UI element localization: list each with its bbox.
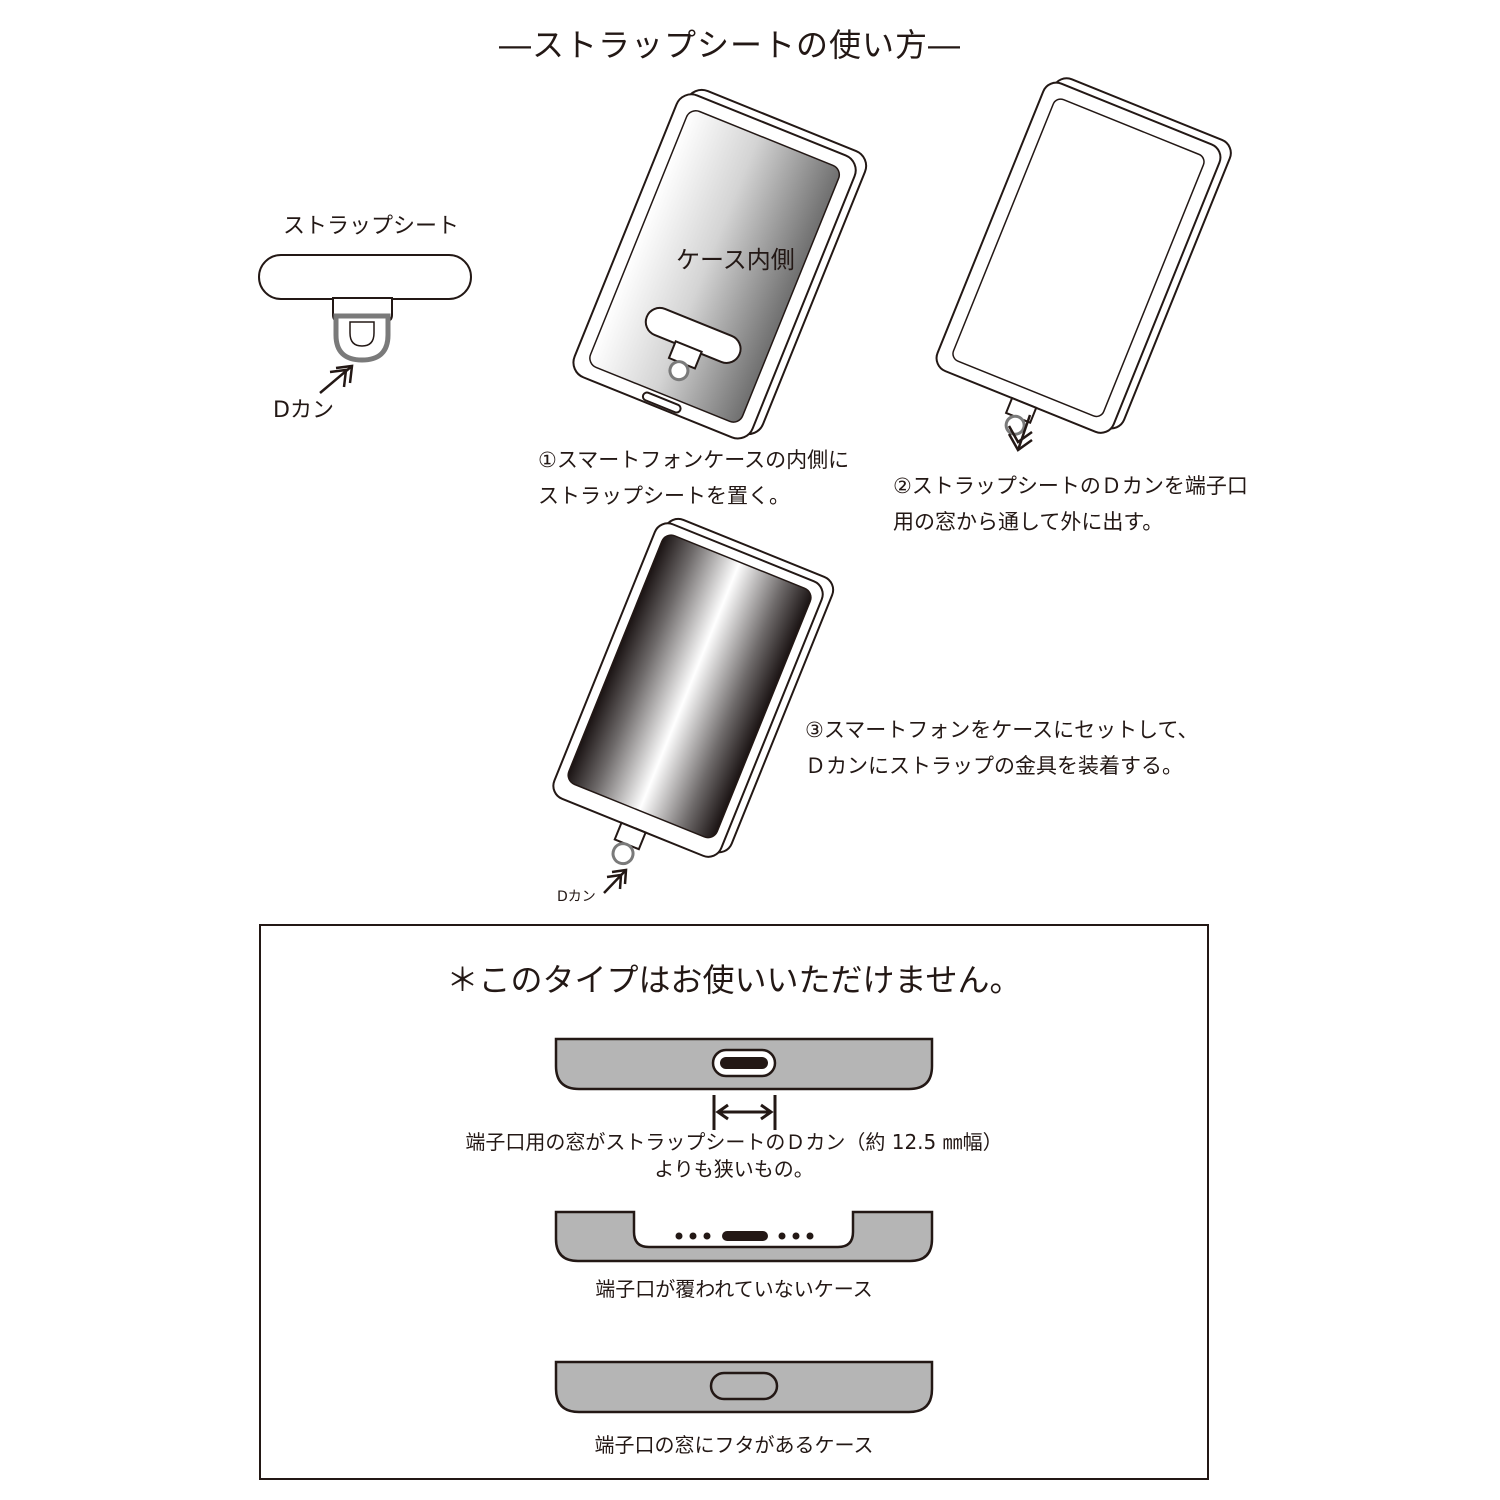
page-title: ―ストラップシートの使い方― xyxy=(498,26,961,64)
unusable-types-title: ＊このタイプはお使いいただけません。 xyxy=(446,961,1022,999)
d-ring-label-small: Dカン xyxy=(557,889,596,905)
d-ring-arrow-1 xyxy=(319,364,354,394)
step-2-line-2: 用の窓から通して外に出す。 xyxy=(893,510,1164,534)
case-type-1-caption: 端子口用の窓がストラップシートのＤカン（約 12.5 ㎜幅） よりも狭いもの。 xyxy=(259,1129,1209,1183)
case-inside-label: ケース内側 xyxy=(676,246,795,274)
case-type-1-line-1: 端子口用の窓がストラップシートのＤカン（約 12.5 ㎜幅） xyxy=(465,1130,1003,1154)
case-type-3-caption: 端子口の窓にフタがあるケース xyxy=(594,1433,874,1457)
step-2-line-1: ②ストラップシートのＤカンを端子口 xyxy=(893,474,1248,498)
unusable-case-open-port xyxy=(554,1210,934,1263)
unusable-case-covered-port xyxy=(554,1360,934,1414)
width-dimension-arrow xyxy=(712,1095,777,1130)
step-3-line-2: Ｄカンにストラップの金具を装着する。 xyxy=(805,754,1183,778)
d-ring-label: Dカン xyxy=(273,398,334,423)
down-arrow-2 xyxy=(1007,414,1033,452)
unusable-case-narrow-window xyxy=(554,1037,934,1091)
step-1-line-1: ①スマートフォンケースの内側に xyxy=(538,448,850,472)
d-ring-arrow-3 xyxy=(603,868,628,894)
step-3-line-1: ③スマートフォンをケースにセットして、 xyxy=(805,718,1199,742)
phone-case-back-illustration xyxy=(935,77,1232,436)
phone-in-case-illustration xyxy=(552,517,835,866)
step-3-caption: ③スマートフォンをケースにセットして、 Ｄカンにストラップの金具を装着する。 xyxy=(805,712,1198,784)
case-type-2-caption: 端子口が覆われていないケース xyxy=(595,1277,873,1301)
case-type-1-line-2: よりも狭いもの。 xyxy=(654,1157,814,1181)
step-2-caption: ②ストラップシートのＤカンを端子口 用の窓から通して外に出す。 xyxy=(893,468,1248,540)
step-1-caption: ①スマートフォンケースの内側に ストラップシートを置く。 xyxy=(538,442,849,514)
step-1-line-2: ストラップシートを置く。 xyxy=(538,484,790,508)
unusable-types-box xyxy=(259,924,1209,1480)
phone-case-inside-illustration xyxy=(572,88,868,440)
strap-sheet-illustration xyxy=(258,254,472,363)
strap-sheet-label: ストラップシート xyxy=(283,214,460,239)
